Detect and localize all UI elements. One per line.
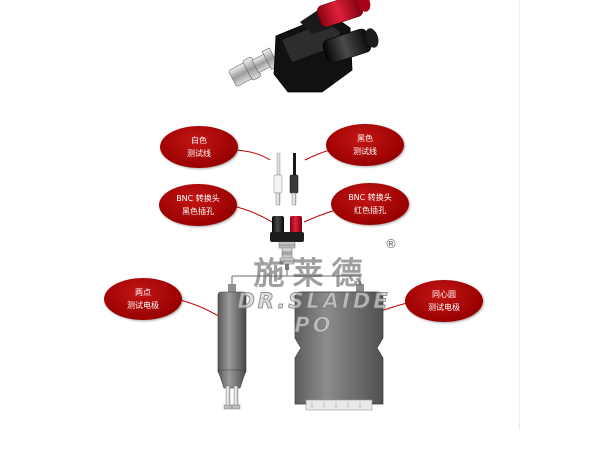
black-test-lead [289,153,299,206]
label-concentric-ring-electrode: 同心圆 测试电极 [405,280,483,322]
brand-chinese-watermark: 施莱德 [253,256,371,292]
concentric-electrode-device [294,291,384,411]
bnc-adapter-photo [228,0,379,93]
edge-rule [519,0,520,430]
registered-mark: ® [385,237,397,251]
bnc-adapter-front [270,216,304,270]
label-black-test-lead: 黑色 测试线 [326,124,404,166]
label-bnc-red-socket: BNC 转换头 红色插孔 [331,183,409,225]
brand-english-watermark: DR.SLAIDE PO [237,289,391,338]
white-test-lead [273,152,283,206]
label-bnc-black-socket: BNC 转换头 黑色插孔 [159,184,237,226]
concentric-cable-clip [356,284,364,292]
two-point-electrode-device [217,291,247,410]
label-two-point-electrode: 两点 测试电极 [104,278,182,320]
label-white-test-lead: 白色 测试线 [160,126,238,168]
red-binding-post [300,0,371,34]
black-binding-post [322,28,379,64]
two-point-cable-clip [228,284,236,292]
